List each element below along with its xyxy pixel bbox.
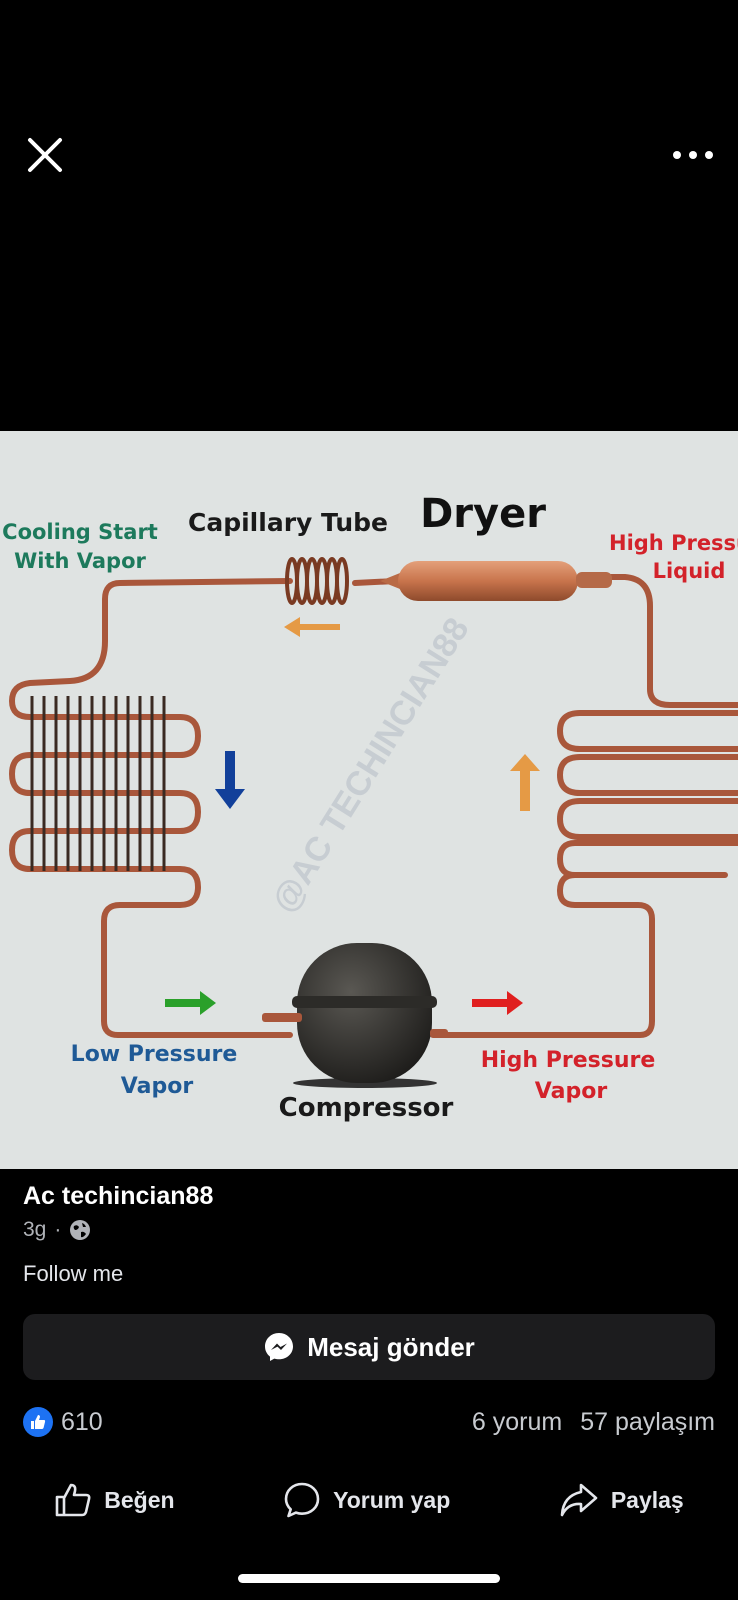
post-photo[interactable]: @AC TECHINCIAN88 Cooling Start With Vapo…: [0, 431, 738, 1169]
comment-count[interactable]: 6 yorum: [471, 1407, 563, 1436]
thumbs-up-icon: [31, 1415, 46, 1429]
more-options-button[interactable]: [668, 140, 718, 170]
globe-icon: [70, 1220, 91, 1240]
like-reaction-badge[interactable]: [23, 1407, 53, 1437]
label-dryer: Dryer: [420, 491, 546, 537]
arrow-right-green: [165, 991, 216, 1015]
share-button-label: Paylaş: [610, 1486, 684, 1513]
share-button[interactable]: Paylaş: [559, 1482, 684, 1518]
label-high-pressure-vapor: High Pressure: [481, 1048, 656, 1073]
compressor-unit: [262, 943, 448, 1088]
post-caption: Follow me: [23, 1261, 124, 1286]
label-cooling-start: Cooling Start: [2, 520, 158, 544]
thumbs-up-outline-icon: [55, 1483, 91, 1517]
arrow-down-blue: [215, 751, 245, 809]
dryer-filter: [380, 561, 612, 601]
arrow-right-red: [472, 991, 523, 1015]
like-count[interactable]: 610: [61, 1407, 103, 1436]
evaporator-fins: [30, 696, 166, 871]
label-high-pressure-liquid-2: Liquid: [653, 559, 726, 583]
close-button[interactable]: [22, 132, 68, 178]
send-message-label: Mesaj gönder: [307, 1331, 475, 1362]
close-icon: [28, 138, 62, 172]
send-message-button[interactable]: Mesaj gönder: [23, 1314, 715, 1380]
viewer-top-bar: [0, 0, 738, 430]
author-name[interactable]: Ac techincian88: [23, 1182, 214, 1210]
comment-bubble-icon: [284, 1482, 320, 1518]
label-capillary-tube: Capillary Tube: [188, 508, 388, 537]
like-button[interactable]: Beğen: [54, 1482, 175, 1518]
share-count[interactable]: 57 paylaşım: [580, 1407, 715, 1436]
label-with-vapor: With Vapor: [14, 549, 146, 573]
watermark-text: @AC TECHINCIAN88: [265, 611, 477, 919]
label-low-pressure: Low Pressure: [71, 1042, 238, 1067]
refrigeration-cycle-diagram: @AC TECHINCIAN88 Cooling Start With Vapo…: [2, 491, 738, 1123]
more-horizontal-icon: [673, 151, 713, 159]
like-button-label: Beğen: [104, 1486, 175, 1513]
post-header: Ac techincian88: [23, 1182, 213, 1211]
label-high-pressure-vapor-2: Vapor: [535, 1079, 608, 1104]
reaction-stats: 610 6 yorum 57 paylaşım: [23, 1402, 715, 1442]
piping: [9, 574, 738, 1038]
arrow-up-orange: [510, 754, 540, 811]
meta-separator: ·: [54, 1218, 62, 1241]
post-action-bar: Beğen Yorum yap Paylaş: [0, 1470, 738, 1530]
post-meta-row: 3g ·: [23, 1218, 91, 1242]
comment-button-label: Yorum yap: [333, 1486, 451, 1513]
label-compressor: Compressor: [279, 1093, 454, 1123]
post-time[interactable]: 3g: [23, 1218, 47, 1241]
home-indicator[interactable]: [238, 1574, 500, 1583]
capillary-coil: [285, 557, 349, 605]
label-low-pressure-vapor: Vapor: [121, 1074, 194, 1099]
arrow-left-orange: [284, 617, 340, 637]
comment-button[interactable]: Yorum yap: [283, 1481, 450, 1519]
share-arrow-icon: [560, 1483, 598, 1517]
flow-arrows: [165, 617, 540, 1015]
messenger-icon: [265, 1333, 294, 1361]
label-high-pressure-liquid-1: High Pressure: [609, 531, 738, 555]
